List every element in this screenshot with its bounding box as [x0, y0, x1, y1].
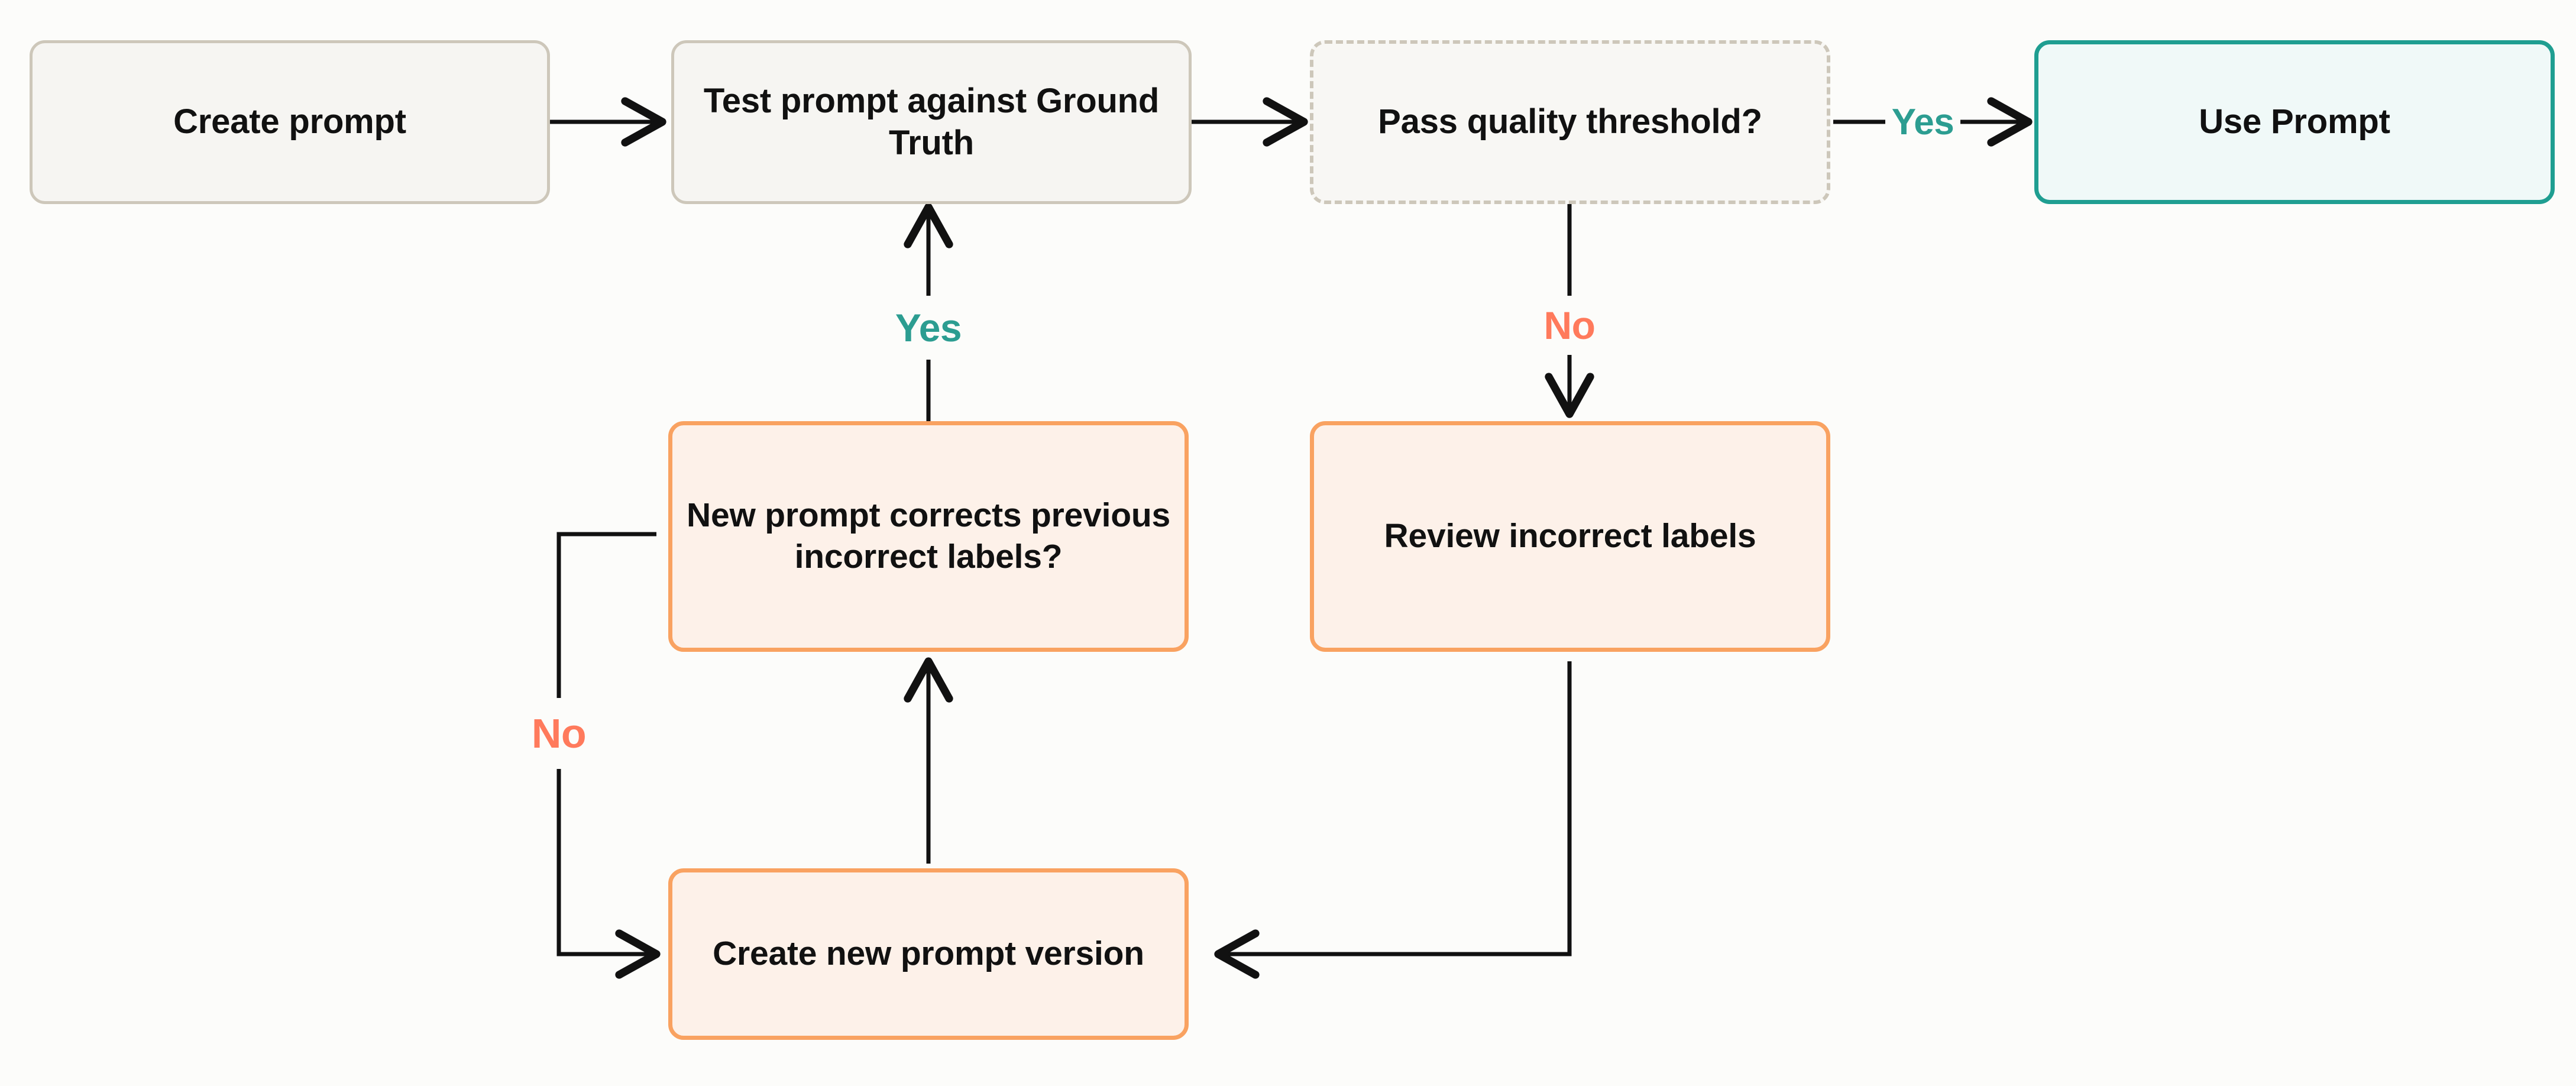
node-pass-quality-threshold-label: Pass quality threshold? — [1378, 102, 1762, 141]
node-new-prompt-corrects-label: New prompt corrects previous incorrect l… — [687, 496, 1170, 576]
edge-review-to-version — [1214, 661, 1572, 979]
edge-label-quality-no-text: No — [1543, 303, 1596, 347]
edge-corrects-no-loop-top — [556, 532, 656, 698]
node-test-prompt-label: Test prompt against Ground Truth — [703, 81, 1160, 162]
edge-label-quality-yes-text: Yes — [1891, 101, 1954, 143]
node-new-prompt-corrects[interactable]: New prompt corrects previous incorrect l… — [668, 421, 1189, 652]
node-create-new-prompt-version[interactable]: Create new prompt version — [668, 868, 1189, 1040]
edge-label-corrects-no-text: No — [531, 710, 587, 757]
node-use-prompt-label: Use Prompt — [2199, 102, 2390, 141]
node-test-prompt[interactable]: Test prompt against Ground Truth — [671, 40, 1192, 204]
node-pass-quality-threshold[interactable]: Pass quality threshold? — [1310, 40, 1830, 204]
edge-label-corrects-yes: Yes — [875, 296, 982, 360]
edge-label-corrects-yes-text: Yes — [895, 306, 962, 350]
edge-label-quality-yes: Yes — [1885, 95, 1960, 149]
node-review-incorrect-labels[interactable]: Review incorrect labels — [1310, 421, 1830, 652]
node-review-incorrect-labels-label: Review incorrect labels — [1384, 517, 1756, 555]
edge-label-quality-no: No — [1522, 295, 1617, 356]
edge-corrects-no-loop-bottom — [556, 769, 661, 979]
edge-label-corrects-no: No — [512, 698, 606, 769]
node-use-prompt[interactable]: Use Prompt — [2034, 40, 2555, 204]
node-create-prompt-label: Create prompt — [173, 102, 406, 141]
node-create-new-prompt-version-label: Create new prompt version — [713, 935, 1144, 973]
node-create-prompt[interactable]: Create prompt — [30, 40, 550, 204]
